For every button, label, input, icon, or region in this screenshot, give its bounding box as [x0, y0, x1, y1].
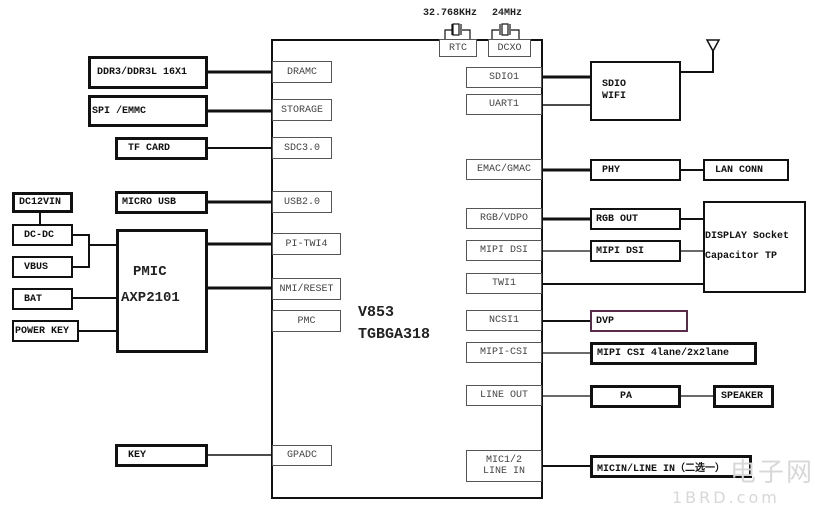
- crystal-rtc-body: [452, 23, 460, 36]
- dcxo-frequency-label: 24MHz: [492, 8, 523, 19]
- port-twi4: PI-TWI4: [272, 233, 341, 255]
- key-block: KEY: [115, 444, 208, 467]
- phy-block: PHY: [590, 159, 681, 181]
- pmic-part-number: AXP2101: [121, 290, 180, 306]
- soc-block: [271, 39, 543, 499]
- vbus-block: VBUS: [12, 256, 73, 278]
- soc-package: TGBGA318: [358, 326, 431, 343]
- micro-usb-block: MICRO USB: [115, 191, 208, 214]
- rgb-out-block: RGB OUT: [590, 208, 681, 230]
- port-storage: STORAGE: [272, 99, 332, 121]
- crystal-dcxo-body: [501, 23, 509, 36]
- port-mic-line-in: MIC1/2 LINE IN: [466, 450, 542, 482]
- tf-card-block: TF CARD: [115, 137, 208, 160]
- mipi-dsi-block: MIPI DSI: [590, 240, 681, 262]
- wire-dcdc-vbus: [72, 234, 90, 268]
- port-sdc: SDC3.0: [272, 137, 332, 159]
- port-nmi-reset: NMI/RESET: [272, 278, 341, 300]
- antenna-icon: [705, 39, 721, 53]
- port-rtc: RTC: [439, 39, 477, 57]
- port-emac: EMAC/GMAC: [466, 159, 542, 180]
- port-ncsi1: NCSI1: [466, 310, 542, 331]
- port-line-out: LINE OUT: [466, 385, 542, 406]
- rtc-frequency-label: 32.768KHz: [423, 8, 478, 19]
- soc-name: V853: [358, 304, 395, 321]
- crystal-rtc-right: [462, 29, 471, 40]
- mic-line-in-block: MICIN/LINE IN（二选一）: [590, 455, 752, 478]
- port-twi1: TWI1: [466, 273, 542, 294]
- pmic-label: PMIC: [133, 264, 167, 280]
- dc12vin-block: DC12VIN: [12, 192, 73, 213]
- crystal-dcxo-right: [511, 29, 520, 40]
- port-rgb-vdpo: RGB/VDPO: [466, 208, 542, 229]
- pa-amplifier-block: PA: [590, 385, 681, 408]
- wifi-label-wifi: WIFI: [602, 91, 627, 102]
- port-usb: USB2.0: [272, 191, 332, 213]
- port-gpadc: GPADC: [272, 445, 332, 466]
- dvp-camera-block: DVP: [590, 310, 688, 332]
- port-line-in-label: LINE IN: [482, 466, 525, 477]
- dcdc-block: DC-DC: [12, 224, 73, 246]
- battery-block: BAT: [12, 288, 73, 310]
- sdio-wifi-block: SDIO WIFI: [590, 61, 681, 121]
- power-key-block: POWER KEY: [12, 320, 79, 342]
- speaker-block: SPEAKER: [713, 385, 774, 408]
- display-socket-block: DISPLAY Socket Capacitor TP: [703, 201, 806, 293]
- wire-antenna: [681, 50, 714, 73]
- touch-panel-label: Capacitor TP: [705, 251, 778, 262]
- lan-connector-block: LAN CONN: [703, 159, 789, 181]
- port-mipi-dsi: MIPI DSI: [466, 240, 542, 261]
- port-dramc: DRAMC: [272, 61, 332, 83]
- port-mipi-csi: MIPI-CSI: [466, 342, 542, 363]
- wifi-label-sdio: SDIO: [602, 79, 627, 90]
- crystal-rtc-left: [444, 29, 452, 40]
- pmic-block: [116, 229, 208, 353]
- port-mic-label: MIC1/2: [485, 455, 522, 466]
- crystal-dcxo-left: [491, 29, 499, 40]
- emmc-storage-block: SPI /EMMC: [88, 95, 208, 127]
- port-sdio1: SDIO1: [466, 67, 542, 88]
- watermark-logo: 电子网: [730, 458, 815, 488]
- port-pmc: PMC: [272, 310, 341, 332]
- mipi-csi-camera-block: MIPI CSI 4lane/2x2lane: [590, 342, 757, 365]
- port-uart1: UART1: [466, 94, 542, 115]
- port-dcxo: DCXO: [488, 39, 531, 57]
- ddr-memory-block: DDR3/DDR3L 16X1: [88, 56, 208, 89]
- display-label: DISPLAY Socket: [705, 231, 790, 242]
- watermark-url: 1BRD.com: [672, 488, 780, 507]
